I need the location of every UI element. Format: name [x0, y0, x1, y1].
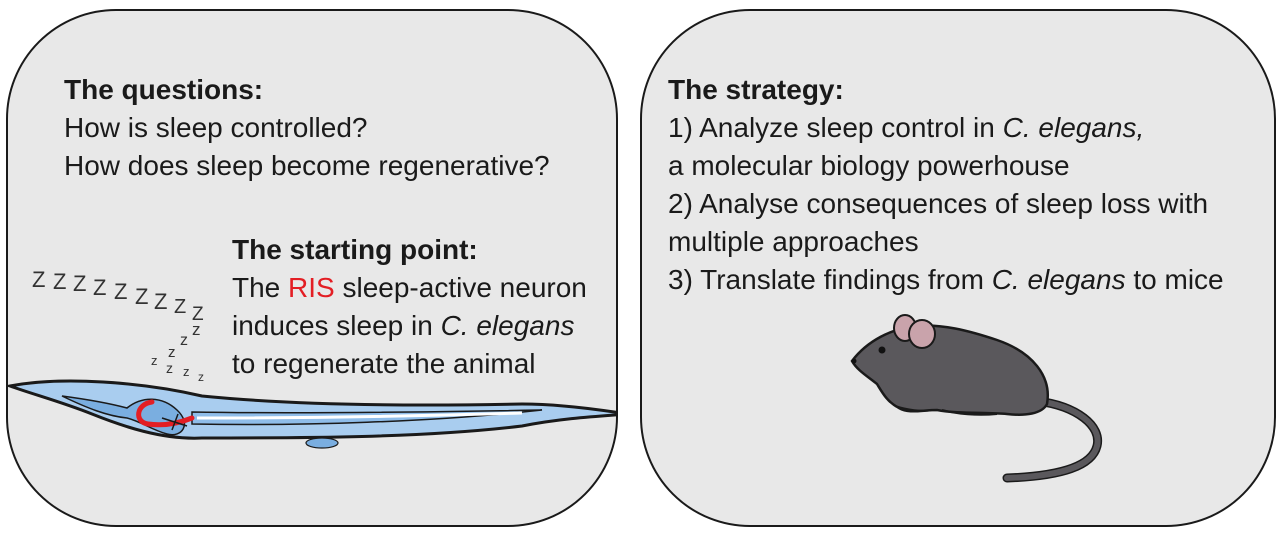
- sleep-z: z: [151, 353, 158, 368]
- strategy-3-pre: 3) Translate findings from: [668, 264, 992, 295]
- c-elegans-label: C. elegans,: [1002, 112, 1145, 143]
- c-elegans-label: C. elegans: [991, 264, 1126, 295]
- starting-line-1: The RIS sleep-active neuron: [232, 269, 587, 307]
- mouse-tail-fill: [1004, 398, 1101, 481]
- sleep-z: Z: [73, 271, 87, 296]
- sleep-z: Z: [114, 279, 128, 304]
- sleep-z: Z: [192, 304, 204, 325]
- worm-nerve-ring: [161, 413, 188, 431]
- sleep-z: Z: [135, 284, 149, 309]
- starting-line-2: induces sleep in C. elegans: [232, 307, 587, 345]
- mouse-ear-front: [908, 319, 936, 349]
- sleep-z: z: [180, 332, 188, 349]
- sleep-z: z: [166, 360, 173, 376]
- mouse-front-foot: [894, 405, 933, 412]
- starting-line-1-post: sleep-active neuron: [334, 272, 587, 303]
- strategy-2-line-1: 2) Analyse consequences of sleep loss wi…: [668, 188, 1209, 219]
- mouse-illustration: [850, 314, 1103, 483]
- strategy-1-line-2: a molecular biology powerhouse: [668, 150, 1070, 181]
- ris-neuron: [136, 399, 195, 428]
- questions-heading: The questions:: [64, 74, 264, 105]
- strategy-3-post: to mice: [1125, 264, 1224, 295]
- sleep-z: Z: [93, 275, 107, 300]
- sleep-z: Z: [154, 289, 168, 314]
- strategy-heading: The strategy:: [668, 74, 844, 105]
- mouse-eye: [878, 346, 886, 354]
- c-elegans-label: C. elegans: [440, 310, 575, 341]
- strategy-2-line-2: multiple approaches: [668, 226, 919, 257]
- starting-line-3: to regenerate the animal: [232, 348, 536, 379]
- strategy-block: The strategy: 1) Analyze sleep control i…: [668, 73, 1224, 299]
- strategy-1-line-1: 1) Analyze sleep control in C. elegans,: [668, 109, 1224, 147]
- mouse-nose: [851, 358, 857, 364]
- sleep-z: z: [192, 320, 201, 339]
- strategy-3: 3) Translate findings from C. elegans to…: [668, 261, 1224, 299]
- starting-line-1-pre: The: [232, 272, 289, 303]
- worm-gut-lumen: [196, 411, 523, 420]
- c-elegans-worm-illustration: [8, 379, 616, 449]
- ris-label: RIS: [288, 272, 335, 303]
- sleep-z: Z: [174, 296, 187, 318]
- question-1: How is sleep controlled?: [64, 112, 368, 143]
- sleep-z: Z: [32, 267, 46, 292]
- sleep-z: Z: [53, 269, 67, 294]
- questions-block: The questions: How is sleep controlled? …: [64, 73, 550, 185]
- starting-point-block: The starting point: The RIS sleep-active…: [232, 233, 587, 383]
- mouse-body: [850, 324, 1050, 416]
- strategy-1-pre: 1) Analyze sleep control in: [668, 112, 1003, 143]
- worm-gonad: [305, 437, 339, 449]
- question-2: How does sleep become regenerative?: [64, 150, 550, 181]
- sleep-z: z: [168, 344, 176, 361]
- right-panel: The strategy: 1) Analyze sleep control i…: [640, 9, 1276, 527]
- sleep-z: z: [198, 370, 204, 384]
- starting-line-2-pre: induces sleep in: [232, 310, 441, 341]
- starting-heading: The starting point:: [232, 234, 478, 265]
- mouse-hind-foot: [941, 409, 998, 416]
- sleep-z: z: [183, 364, 190, 379]
- left-panel: The questions: How is sleep controlled? …: [6, 9, 618, 527]
